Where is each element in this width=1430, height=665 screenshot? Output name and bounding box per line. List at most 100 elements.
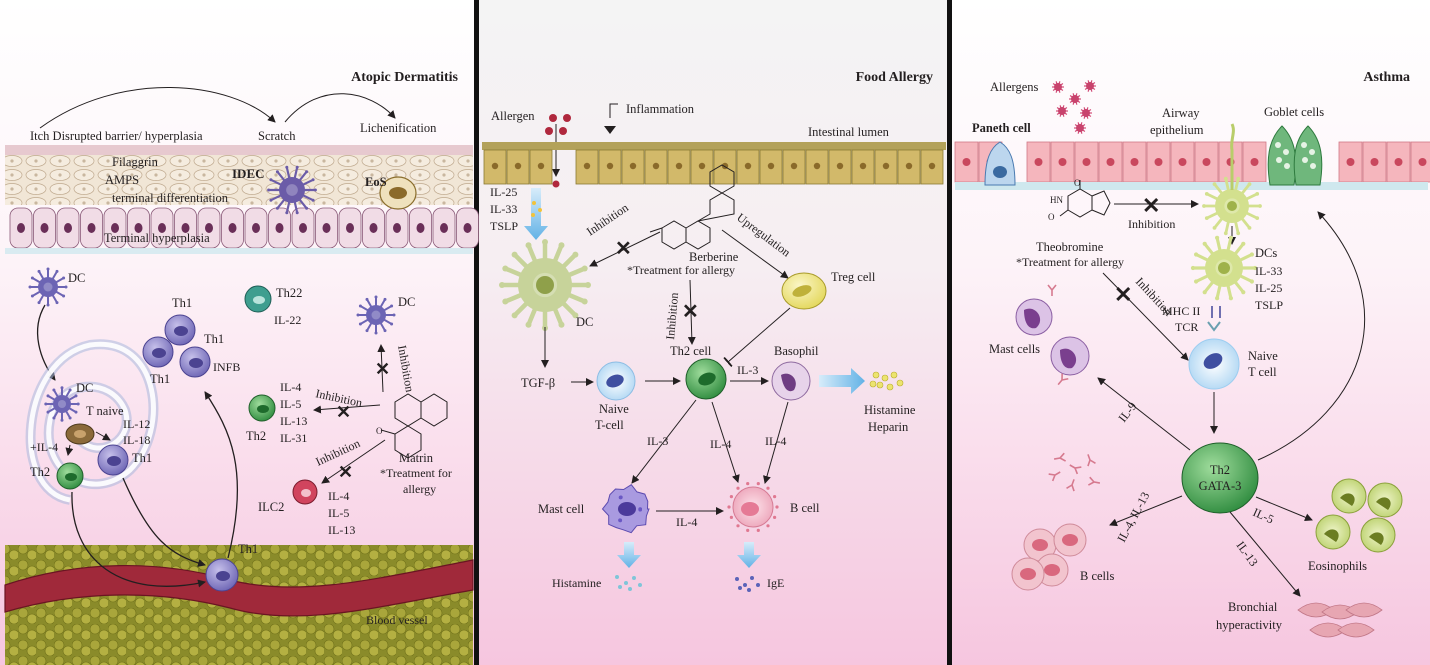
th2-to-vessel-arrow (71, 491, 206, 588)
th1-center-nucleus (107, 456, 121, 466)
airway-label-2: epithelium (1150, 123, 1204, 137)
dc-mid-label: DC (76, 381, 93, 395)
berberine-label: Berberine (689, 250, 739, 264)
basophil-to-bcell-arrow (763, 401, 789, 484)
inhibit-x-b: ✕ (338, 462, 353, 482)
basal-cell-layer (9, 207, 479, 249)
th2-to-mast-arrow-asthma (1097, 377, 1191, 451)
asthma-dcs-cell (1190, 235, 1258, 301)
th1-center-label: Th1 (132, 451, 152, 465)
food-mast-cell (601, 484, 650, 534)
il4-label-a: IL-4 (710, 437, 731, 451)
vessel-to-th1-arrow (204, 391, 239, 559)
t-naive-label: T naive (86, 404, 124, 418)
theobromine-inhibit-x-a: ✕ (1142, 193, 1160, 218)
cytokine-release-arrow (524, 188, 548, 240)
blood-vessel-label: Blood vessel (366, 613, 428, 627)
dc-right-label: DC (398, 295, 415, 309)
matrin-inhibit-th2 (313, 404, 381, 414)
theobromine-oxygen-top: O (1074, 178, 1081, 188)
matrin-inhibit-dc (377, 344, 386, 393)
inhibit-x-c: ✕ (375, 359, 390, 379)
th22-label: Th22 (276, 286, 302, 300)
dcs-cytokine-tslp: TSLP (1255, 298, 1283, 312)
food-naive-label-2: T-cell (595, 418, 624, 432)
mast-release-arrow (617, 542, 641, 568)
panel-divider-1 (474, 0, 479, 665)
intestinal-lumen-label: Intestinal lumen (808, 125, 890, 139)
food-bcell-label: B cell (790, 501, 820, 515)
ilc2-nucleus (301, 489, 311, 497)
food-naive-nucleus (606, 374, 624, 388)
histamine-dots (615, 575, 642, 591)
basement-membrane (5, 248, 473, 254)
blood-vessel (4, 559, 474, 617)
dc-mid-cell (44, 386, 80, 422)
basophil-label: Basophil (774, 344, 819, 358)
th1-vessel-nucleus (216, 571, 230, 581)
eosinophils (1315, 478, 1403, 553)
il3-label-a: IL-3 (737, 363, 758, 377)
th1-vessel-label: Th1 (238, 542, 258, 556)
ilc2-cytokine-il5: IL-5 (328, 506, 349, 520)
il4-plus-label: +IL-4 (30, 440, 58, 454)
mhc-label: MHC II (1162, 304, 1200, 318)
il4-label-c: IL-4 (676, 515, 697, 529)
intestinal-epithelium (482, 142, 946, 185)
th2-to-goblet-arrow (1257, 211, 1366, 461)
berberine-inhibit-th2 (687, 279, 696, 345)
atopic-title: Atopic Dermatitis (351, 70, 458, 85)
th22-nucleus (253, 296, 265, 304)
dcs-cytokine-il33: IL-33 (1255, 264, 1282, 278)
il22-label: IL-22 (274, 313, 301, 327)
itch-scratch-arc (39, 87, 276, 129)
il3-label-b: IL-3 (647, 434, 668, 448)
food-panel-bg (478, 0, 948, 665)
th2-left-label: Th2 (30, 465, 50, 479)
tgfb-label: TGF-β (521, 376, 555, 390)
goblet-label: Goblet cells (1264, 105, 1324, 119)
eos-label: EoS (365, 175, 387, 189)
th1-cluster (142, 314, 211, 378)
scratch-label: Scratch (258, 129, 296, 143)
th2-to-bcells-arrow (1109, 495, 1183, 527)
berberine-inhibit-x-a: ✕ (615, 238, 632, 260)
itch-label: Itch Disrupted barrier/ hyperplasia (30, 129, 203, 143)
cytokine-dots (531, 201, 542, 217)
dc-right-cell (356, 295, 396, 335)
th2-right-nucleus (257, 405, 269, 413)
th2-cytokine-il4: IL-4 (280, 380, 301, 394)
th1-to-vessel-arrow (122, 477, 206, 567)
eosinophils-label: Eosinophils (1308, 559, 1367, 573)
asthma-bcells-label: B cells (1080, 569, 1115, 583)
theobromine-inhibit-x-b: ✕ (1114, 282, 1132, 307)
matrin-note-2: allergy (403, 482, 436, 496)
il4-label-b: IL-4 (765, 434, 786, 448)
th2-to-eos-arrow (1255, 496, 1313, 522)
asthma-naive-label-1: Naive (1248, 349, 1278, 363)
lymph-node (25, 339, 159, 505)
skin-label-hyperplasia: Terminal hyperplasia (104, 231, 210, 245)
il12-label: IL-12 (123, 417, 150, 431)
th2-cytokine-il5: IL-5 (280, 397, 301, 411)
food-naive-label-1: Naive (599, 402, 629, 416)
bronchial-label-2: hyperactivity (1216, 618, 1283, 632)
food-mast-label: Mast cell (538, 502, 585, 516)
berberine-inhibit-x-b: ✕ (682, 301, 699, 323)
theobromine-inhibit-naive (1102, 272, 1189, 361)
airway-label-1: Airway (1162, 106, 1200, 120)
food-dc-cell (499, 239, 591, 331)
asthma-mast-cells (1015, 298, 1090, 376)
food-title: Food Allergy (856, 70, 933, 85)
idec-label: IDEC (232, 166, 265, 181)
food-bcell (727, 482, 779, 532)
asthma-inhibition-label-a: Inhibition (1128, 217, 1175, 231)
bronchial-label-1: Bronchial (1228, 600, 1278, 614)
allergen-label: Allergen (491, 109, 535, 123)
skin-label-differentiation: terminal differentiation (112, 191, 229, 205)
ige-label: IgE (767, 576, 784, 590)
th2-cytokine-il13: IL-13 (280, 414, 307, 428)
asthma-dc-top (1202, 176, 1262, 236)
smooth-muscle-cells (1297, 602, 1383, 638)
